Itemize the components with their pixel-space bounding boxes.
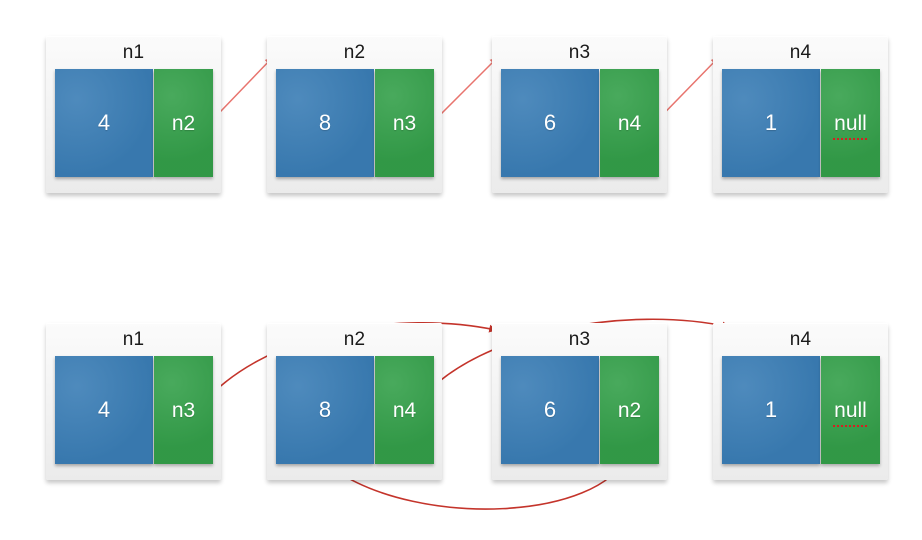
node-next-cell[interactable]: n4 <box>375 356 434 464</box>
node-value-cell[interactable]: 8 <box>276 69 374 177</box>
node-cells: 4 n3 <box>55 356 213 464</box>
node-value-cell[interactable]: 6 <box>501 356 599 464</box>
node-value-cell[interactable]: 4 <box>55 356 153 464</box>
node-card[interactable]: n1 4 n2 <box>46 36 221 193</box>
node-card[interactable]: n3 6 n2 <box>492 323 667 480</box>
node-label: n4 <box>789 42 812 63</box>
node-label: n3 <box>568 42 591 63</box>
node-value-text: 1 <box>764 110 778 135</box>
node-next-text: n3 <box>392 111 417 135</box>
node-next-cell[interactable]: null <box>821 69 880 177</box>
node-value-text: 1 <box>764 397 778 422</box>
node-value-text: 8 <box>318 110 332 135</box>
node-value-cell[interactable]: 1 <box>722 356 820 464</box>
node-next-text: null <box>833 398 868 427</box>
node-value-cell[interactable]: 1 <box>722 69 820 177</box>
node-value-text: 4 <box>97 110 111 135</box>
node-cells: 4 n2 <box>55 69 213 177</box>
node-value-cell[interactable]: 6 <box>501 69 599 177</box>
node-cells: 1 null <box>722 69 880 177</box>
node-card[interactable]: n1 4 n3 <box>46 323 221 480</box>
node-next-cell[interactable]: n2 <box>154 69 213 177</box>
node-cells: 6 n4 <box>501 69 659 177</box>
node-card[interactable]: n4 1 null <box>713 36 888 193</box>
node-card[interactable]: n2 8 n3 <box>267 36 442 193</box>
node-value-text: 8 <box>318 397 332 422</box>
node-card[interactable]: n4 1 null <box>713 323 888 480</box>
node-value-text: 6 <box>543 397 557 422</box>
node-next-cell[interactable]: n2 <box>600 356 659 464</box>
node-card[interactable]: n3 6 n4 <box>492 36 667 193</box>
node-value-text: 4 <box>97 397 111 422</box>
node-next-text: n4 <box>392 398 417 422</box>
node-next-cell[interactable]: n3 <box>154 356 213 464</box>
node-next-text: n3 <box>171 398 196 422</box>
node-cells: 8 n4 <box>276 356 434 464</box>
node-next-cell[interactable]: null <box>821 356 880 464</box>
node-label: n4 <box>789 329 812 350</box>
node-label: n1 <box>122 42 145 63</box>
node-card[interactable]: n2 8 n4 <box>267 323 442 480</box>
node-cells: 6 n2 <box>501 356 659 464</box>
node-label: n2 <box>343 42 366 63</box>
node-label: n1 <box>122 329 145 350</box>
node-next-text: n4 <box>617 111 642 135</box>
node-value-cell[interactable]: 4 <box>55 69 153 177</box>
node-next-text: n2 <box>617 398 642 422</box>
node-cells: 8 n3 <box>276 69 434 177</box>
node-value-text: 6 <box>543 110 557 135</box>
node-cells: 1 null <box>722 356 880 464</box>
node-label: n3 <box>568 329 591 350</box>
node-next-text: n2 <box>171 111 196 135</box>
node-next-cell[interactable]: n4 <box>600 69 659 177</box>
node-label: n2 <box>343 329 366 350</box>
node-next-cell[interactable]: n3 <box>375 69 434 177</box>
node-next-text: null <box>833 111 868 140</box>
node-value-cell[interactable]: 8 <box>276 356 374 464</box>
